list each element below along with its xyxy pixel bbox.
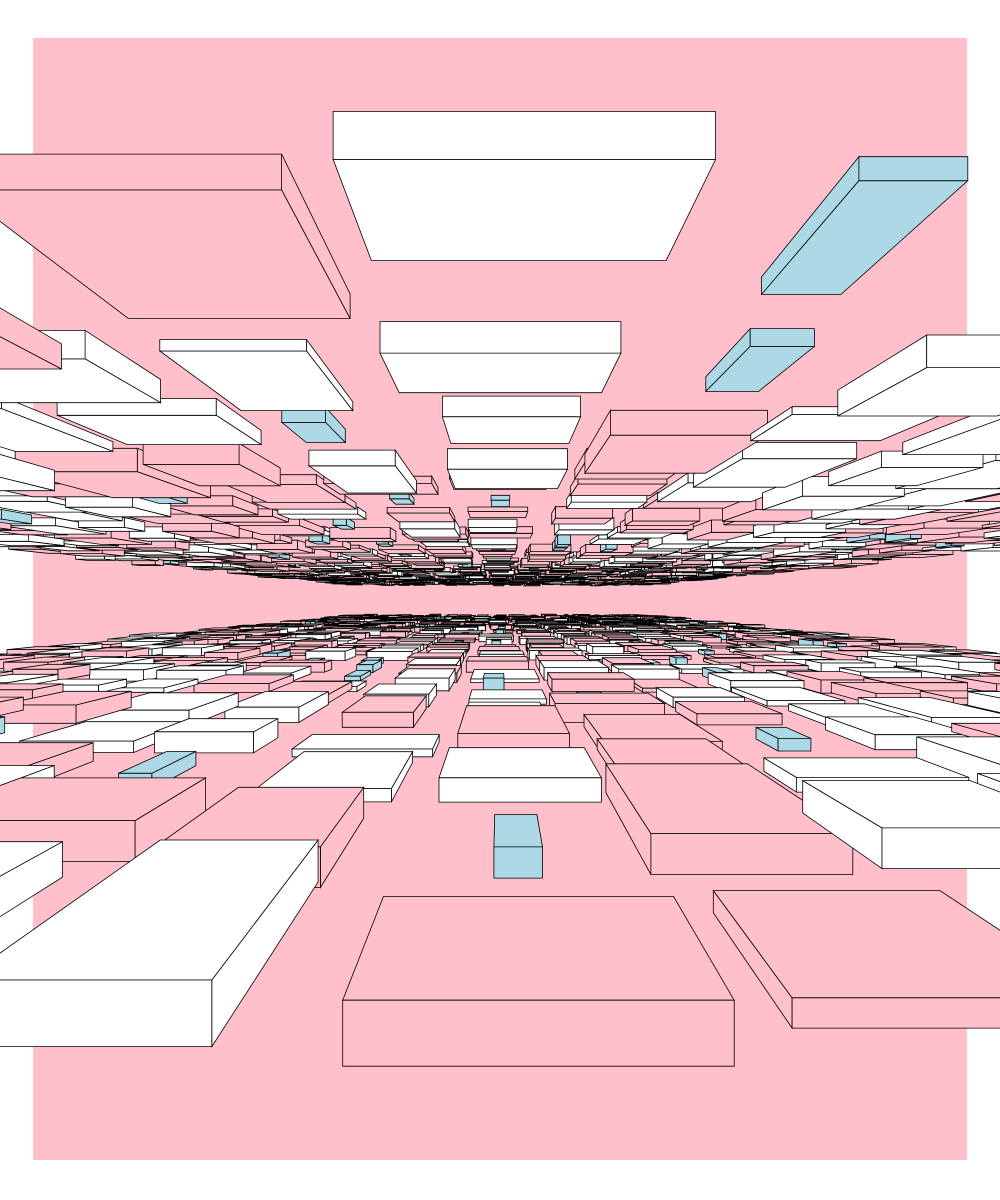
box — [379, 630, 409, 638]
box-top-face — [527, 551, 573, 555]
box — [329, 526, 398, 543]
box-top-face — [424, 549, 467, 555]
box-top-face — [419, 541, 471, 547]
box-top-face — [467, 527, 518, 533]
box-top-face — [570, 637, 610, 642]
box-top-face — [470, 544, 518, 550]
box-top-face — [406, 652, 465, 658]
box — [554, 533, 572, 548]
box-front-face — [467, 518, 518, 528]
box — [470, 669, 540, 683]
box-top-face — [553, 529, 616, 536]
box-top-face — [470, 669, 540, 680]
box-front-face — [161, 647, 202, 657]
box-top-face — [578, 552, 634, 556]
box-top-face — [467, 532, 534, 539]
box-top-face — [610, 664, 680, 670]
box-front-face — [344, 675, 361, 682]
box-front-face — [557, 534, 571, 545]
box-field — [0, 111, 1000, 1067]
box-top-face — [620, 529, 694, 534]
box-front-face — [193, 683, 270, 693]
box-top-face — [366, 647, 420, 652]
box-top-face — [465, 656, 530, 662]
box — [467, 518, 518, 533]
box-top-face — [528, 643, 566, 649]
box-top-face — [477, 551, 517, 555]
box — [160, 560, 180, 566]
box-front-face — [329, 527, 391, 539]
box-top-face — [477, 645, 521, 651]
box-top-face — [329, 537, 398, 542]
box-front-face — [0, 533, 30, 542]
box-top-face — [405, 658, 462, 665]
box-top-face — [538, 660, 610, 668]
box-front-face — [470, 678, 540, 683]
box-top-face — [478, 650, 525, 655]
